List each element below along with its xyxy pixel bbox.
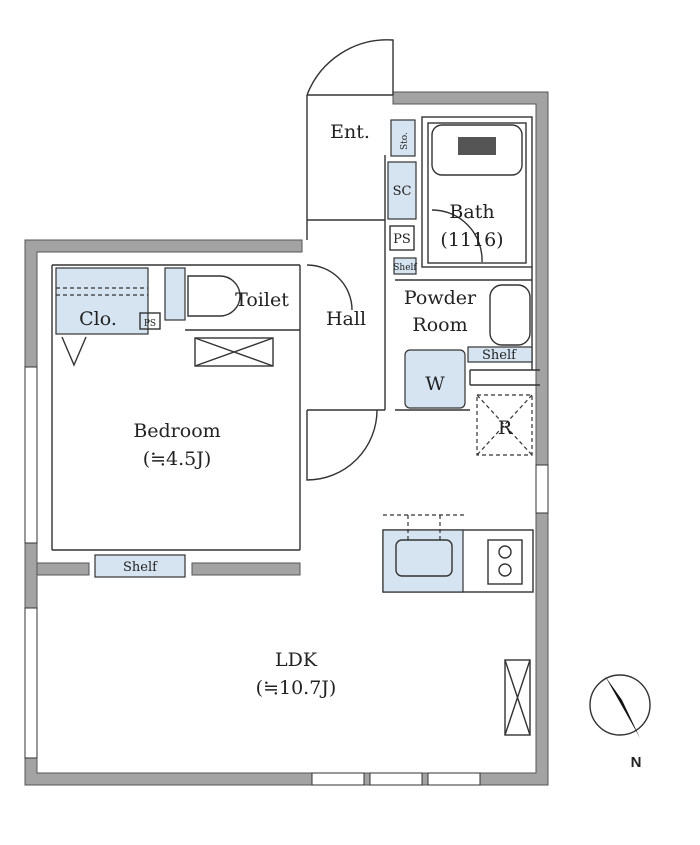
- ps-lower: [139, 312, 161, 330]
- windows: [24, 366, 549, 786]
- compass-needle-icon: [605, 676, 640, 738]
- label-powder-shelf: Shelf: [482, 348, 517, 363]
- ps-upper: [389, 225, 415, 251]
- label-shoe-closet: SC: [393, 184, 412, 199]
- label-powder-1: Powder: [404, 287, 477, 309]
- label-shelf-small: Shelf: [393, 263, 417, 273]
- interior-walls: [51, 116, 540, 551]
- powder-shelf: [467, 346, 533, 363]
- label-bedroom-size: (≒4.5J): [143, 448, 212, 470]
- bedroom-wall-seg: [191, 562, 301, 576]
- bedroom-ac: [194, 337, 274, 367]
- label-ps-lower: PS: [144, 319, 156, 329]
- vanity-sink: [489, 284, 531, 346]
- label-powder-2: Room: [412, 314, 467, 336]
- washer-pan: [404, 349, 466, 409]
- label-bedroom: Bedroom: [133, 420, 220, 442]
- label-entrance: Ent.: [330, 121, 370, 143]
- label-hall: Hall: [326, 308, 366, 330]
- label-storage: Sto.: [400, 132, 410, 150]
- toilet-tank: [164, 267, 186, 321]
- label-washer: W: [425, 373, 445, 395]
- fridge-space: [476, 394, 533, 456]
- label-closet: Clo.: [79, 308, 117, 330]
- label-ldk: LDK: [275, 649, 318, 671]
- stove: [487, 539, 523, 585]
- ldk-storage: [504, 659, 531, 736]
- shoe-closet: [387, 161, 417, 220]
- exterior-wall: [24, 91, 549, 786]
- label-ps-upper: PS: [393, 232, 411, 247]
- closet: [55, 267, 149, 335]
- entrance-door: [306, 39, 394, 96]
- toilet-bowl: [187, 275, 241, 317]
- bath-drain: [458, 137, 496, 155]
- label-bath-size: (1116): [440, 229, 503, 251]
- bedroom-wall-seg-left: [36, 562, 90, 576]
- compass: [589, 674, 651, 738]
- label-bedroom-shelf: Shelf: [123, 560, 158, 575]
- label-bath: Bath: [449, 201, 494, 223]
- shelf-small: [393, 257, 417, 275]
- storage: [390, 119, 416, 157]
- label-fridge: R: [498, 417, 513, 439]
- compass-north-label: N: [631, 754, 642, 771]
- label-ldk-size: (≒10.7J): [256, 677, 337, 699]
- bathtub: [431, 124, 523, 176]
- label-toilet: Toilet: [235, 289, 289, 311]
- bedroom-shelf: [94, 554, 186, 578]
